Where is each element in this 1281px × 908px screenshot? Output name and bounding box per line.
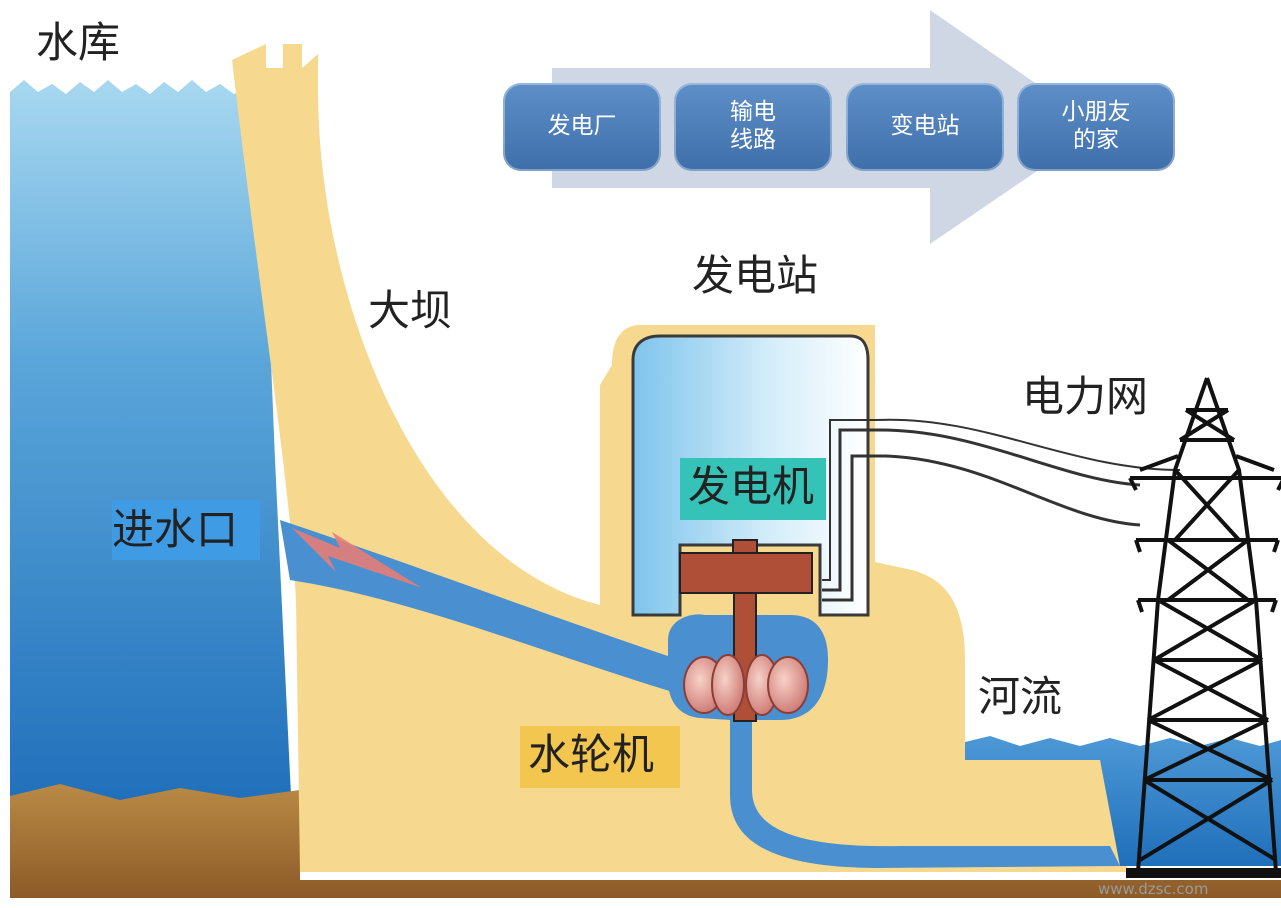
- intake-arrow: [292, 528, 422, 588]
- rotor-cap: [732, 539, 758, 555]
- rotor: [679, 552, 813, 594]
- generator-label-bg: [680, 458, 826, 520]
- turbine-label: 水轮机: [528, 730, 655, 779]
- tower-base: [1126, 868, 1281, 878]
- runner-blade-4: [767, 656, 809, 714]
- generator-label: 发电机: [688, 462, 815, 511]
- flow-step-transmission-line: 输电 线路: [674, 83, 832, 171]
- flow-step-home: 小朋友 的家: [1017, 83, 1175, 171]
- reservoir-water: [10, 80, 295, 880]
- intake-label-bg: [112, 500, 260, 560]
- intake-label: 进水口: [112, 505, 239, 554]
- flow-step-power-plant: 发电厂: [503, 83, 661, 171]
- power-grid-label: 电力网: [1022, 372, 1149, 421]
- flow-step-substation: 变电站: [846, 83, 1004, 171]
- river-label: 河流: [978, 672, 1063, 721]
- dam-label: 大坝: [368, 286, 453, 335]
- power-station-label: 发电站: [692, 251, 819, 300]
- ground: [10, 784, 1281, 898]
- power-cable-1: [822, 428, 1141, 592]
- transmission-tower: [1128, 377, 1281, 873]
- runner-blade-2: [711, 654, 745, 716]
- power-cable-2: [822, 454, 1141, 602]
- reservoir-label: 水库: [36, 18, 121, 67]
- turbine-label-bg: [520, 726, 680, 788]
- river-water: [965, 736, 1281, 866]
- watermark: www.dzsc.com: [1098, 880, 1209, 898]
- power-cable-3: [822, 418, 1181, 581]
